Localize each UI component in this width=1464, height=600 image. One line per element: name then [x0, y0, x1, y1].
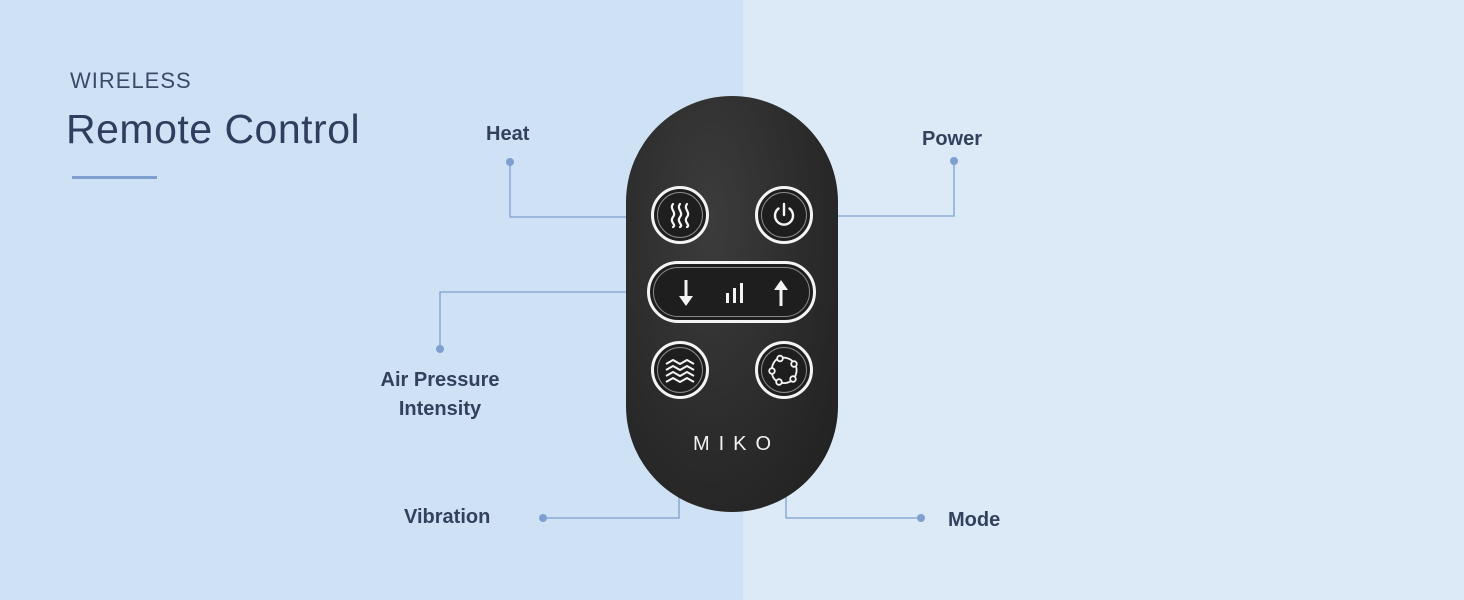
- arrow-down-icon[interactable]: [675, 278, 697, 308]
- air-pressure-dot-label: [436, 345, 444, 353]
- intensity-bars-icon: [726, 283, 743, 303]
- power-leader-line: [819, 161, 955, 217]
- mode-nodes-icon: [768, 354, 798, 386]
- power-icon: [773, 202, 795, 226]
- heat-waves-icon: [670, 202, 690, 229]
- label-air-pressure-intensity: Air Pressure Intensity: [376, 366, 504, 424]
- mode-button[interactable]: [755, 341, 813, 399]
- heat-leader-line: [509, 162, 646, 218]
- label-air-pressure-line2: Intensity: [398, 398, 482, 420]
- background-right-panel: [743, 0, 1464, 600]
- label-power: Power: [922, 128, 983, 150]
- label-air-pressure-line1: Air Pressure: [380, 369, 500, 391]
- vibration-button[interactable]: [651, 341, 709, 399]
- mode-dot-label: [917, 514, 925, 522]
- air-pressure-control: [647, 261, 816, 323]
- heat-button[interactable]: [651, 186, 709, 244]
- vibration-waves-icon: [665, 359, 695, 383]
- power-button[interactable]: [755, 186, 813, 244]
- brand-logo: MIKO: [692, 433, 781, 455]
- power-dot-label: [950, 157, 958, 165]
- page-title: Remote Control: [66, 106, 361, 152]
- title-underline: [72, 176, 157, 179]
- label-vibration: Vibration: [404, 506, 491, 528]
- background-left-panel: [0, 0, 743, 600]
- arrow-up-icon[interactable]: [770, 278, 792, 308]
- label-heat: Heat: [486, 123, 530, 145]
- vibration-dot-label: [539, 514, 547, 522]
- eyebrow-text: WIRELESS: [70, 68, 192, 93]
- label-mode: Mode: [948, 509, 1001, 531]
- heat-dot-label: [506, 158, 514, 166]
